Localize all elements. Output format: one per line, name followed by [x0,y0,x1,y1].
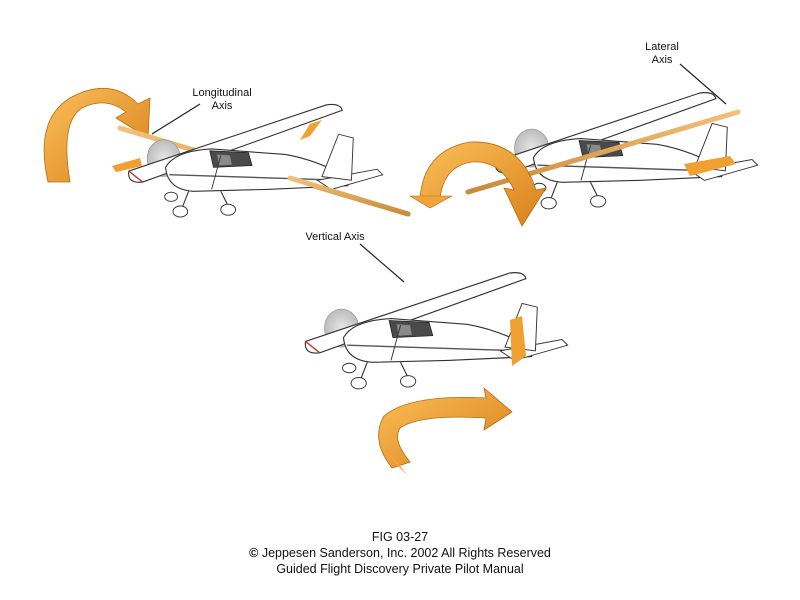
aircraft-roll [127,103,384,218]
lateral-label-line1: Lateral [645,41,679,53]
longitudinal-label-line2: Axis [212,100,233,112]
pitch-arrow [419,141,547,227]
lateral-label-line2: Axis [652,54,673,66]
vertical-axis-group: Vertical Axis [304,231,569,476]
longitudinal-label-line1: Longitudinal [192,87,251,99]
vertical-leader-line [359,243,405,283]
copyright-line: © Jeppesen Sanderson, Inc. 2002 All Righ… [0,546,800,560]
copyright-symbol: © [249,546,259,560]
lateral-leader-line [679,63,727,105]
copyright-text: Jeppesen Sanderson, Inc. 2002 All Rights… [261,546,551,560]
yaw-arrow [378,386,513,469]
aircraft-yaw [304,271,569,390]
longitudinal-leader-line [151,103,201,135]
book-title: Guided Flight Discovery Private Pilot Ma… [276,562,524,576]
roll-arrow [43,87,151,183]
figure-number: FIG 03-27 [371,530,429,544]
longitudinal-axis-group: Longitudinal Axis [43,87,411,218]
lateral-axis-group: Lateral Axis [408,41,759,227]
vertical-label: Vertical Axis [305,231,365,243]
